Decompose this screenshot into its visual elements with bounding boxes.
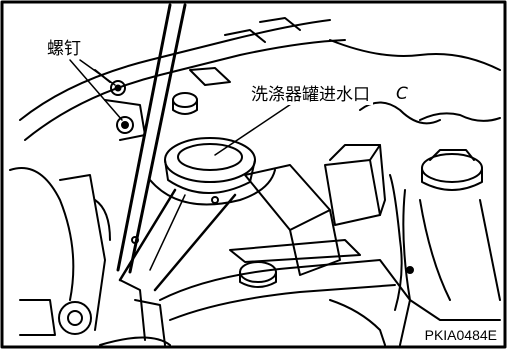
left-round-component bbox=[58, 301, 92, 335]
screw-leader-2 bbox=[69, 59, 123, 121]
letter-c-label: C bbox=[396, 84, 408, 104]
screw-lower bbox=[116, 116, 134, 134]
upper-panel-line bbox=[19, 19, 331, 121]
washer-filler-label: 洗涤器罐进水口 bbox=[248, 86, 373, 105]
hood-prop-rod bbox=[116, 3, 172, 272]
screw-upper bbox=[110, 80, 126, 96]
screw-label: 螺钉 bbox=[45, 39, 83, 59]
battery-block bbox=[244, 164, 331, 231]
filler-leader bbox=[214, 97, 301, 156]
figure-code: PKIA0484E bbox=[424, 327, 497, 343]
screw-leader-1 bbox=[79, 59, 116, 86]
relay-box bbox=[324, 159, 381, 226]
washer-tank bbox=[159, 259, 411, 346]
